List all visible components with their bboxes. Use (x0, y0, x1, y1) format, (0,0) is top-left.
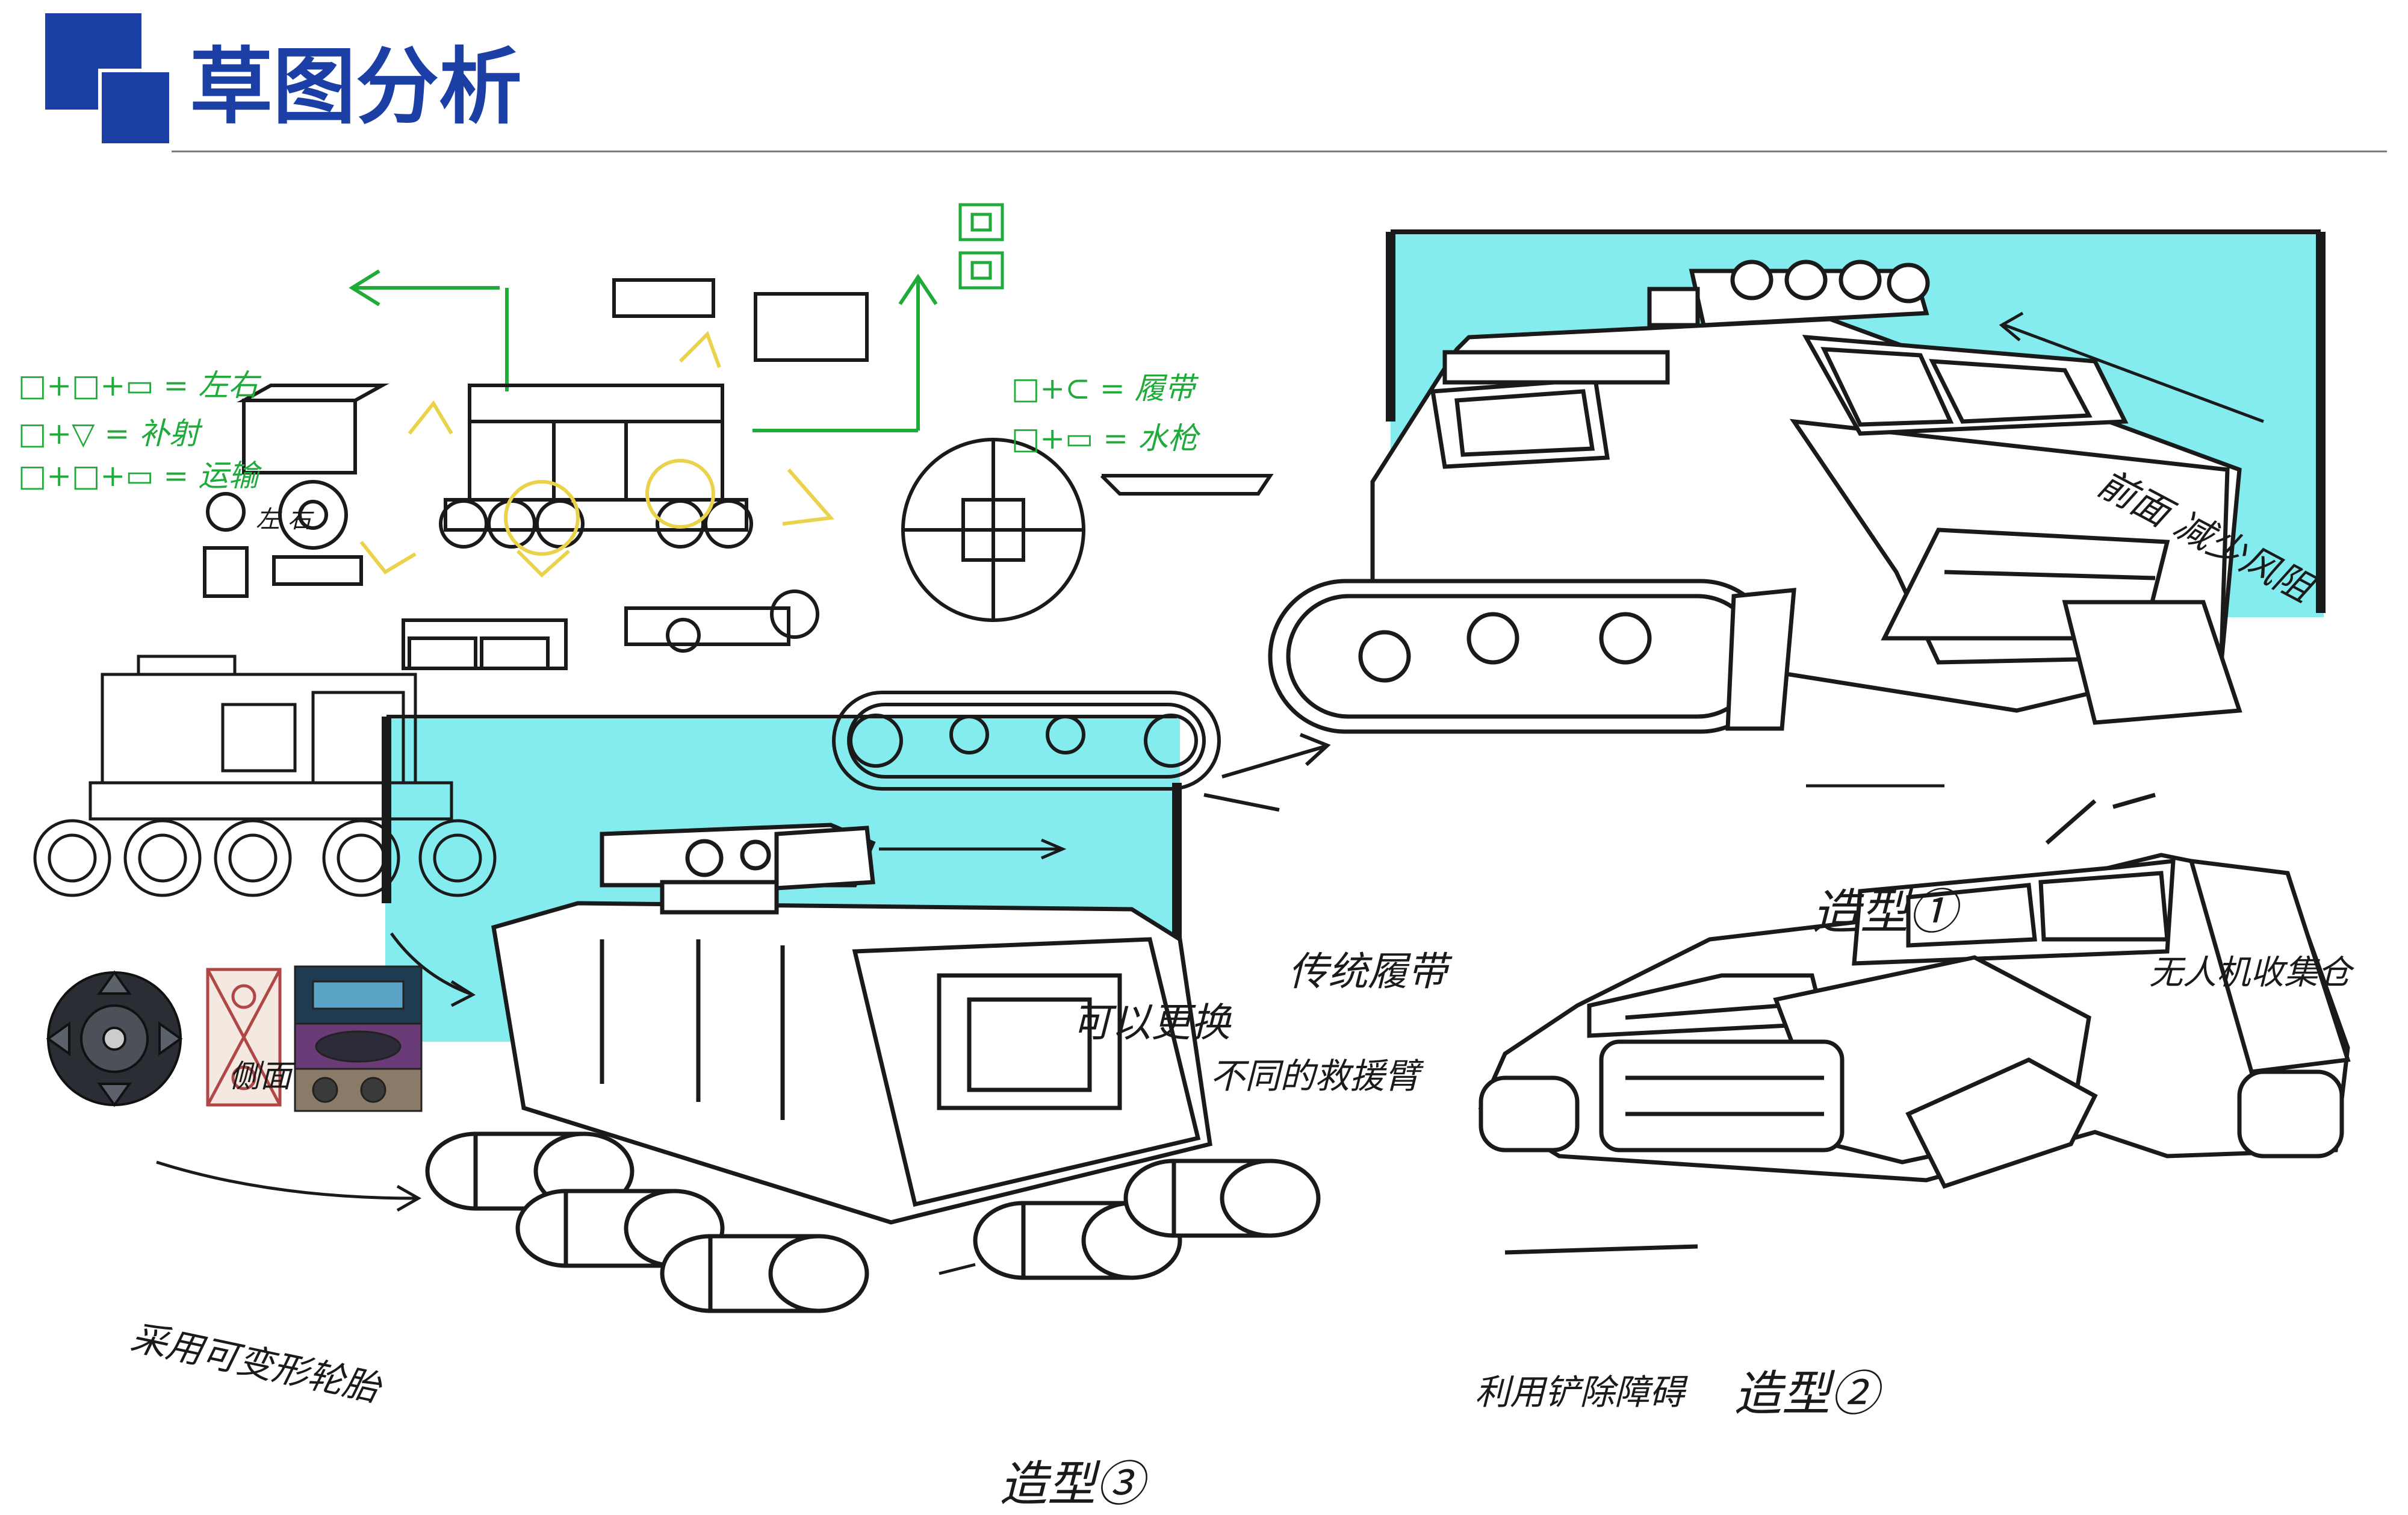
legend-mini: 左 右 (256, 506, 312, 534)
title-divider (172, 151, 2387, 152)
annotation-model3: 造型③ (999, 1456, 1144, 1512)
annotation-model1: 造型① (1812, 884, 1956, 940)
wheel-icon (46, 970, 183, 1107)
annotation-track: 传统履带 (1288, 948, 1447, 995)
legend-row-2: □+▽ = 补射 (18, 416, 200, 451)
side-elevation (33, 655, 497, 897)
model2-vehicle (1478, 792, 2351, 1255)
green-flow-arrows (349, 269, 938, 432)
legend-row-3: □+□+▭ = 运输 (18, 458, 259, 493)
logo-square-front (98, 69, 169, 143)
logo-mark (45, 13, 169, 143)
annotation-side: 侧面 (229, 1059, 292, 1095)
legend-glyphs (958, 203, 1004, 290)
model3-arrows (156, 838, 1067, 1212)
exploded-parts (203, 278, 1274, 670)
model3-stroke (939, 1263, 976, 1275)
model1-arrow (1806, 311, 2264, 788)
sketch-area: □+□+▭ = 左右 □+▽ = 补射 □+□+▭ = 运输 □+⊂ = 履带 … (0, 163, 2408, 1512)
annotation-model2: 造型② (1734, 1366, 1878, 1422)
annotation-drone: 无人机收集仓 (2149, 953, 2351, 992)
annotation-arm: 不同的救援臂 (1210, 1056, 1420, 1097)
legend-row-4: □+⊂ = 履带 (1011, 371, 1195, 406)
photo-thumbnails (294, 965, 423, 1112)
chassis-thumbnail (206, 968, 282, 1107)
track-sketch (832, 691, 1331, 812)
annotation-swap: 可以更换 (1072, 1000, 1230, 1046)
sketch-drawing (33, 203, 2351, 1313)
legend-row-1: □+□+▭ = 左右 (18, 368, 259, 403)
yellow-arrows (359, 331, 834, 578)
slide-header: 草图分析 (0, 0, 2408, 157)
model1-vehicle (1268, 260, 2242, 734)
model3-vehicle (425, 823, 1321, 1313)
annotation-obstacle: 利用铲除障碍 (1475, 1372, 1685, 1413)
page-title: 草图分析 (190, 39, 523, 135)
legend-row-5: □+▭ = 水枪 (1011, 421, 1199, 456)
